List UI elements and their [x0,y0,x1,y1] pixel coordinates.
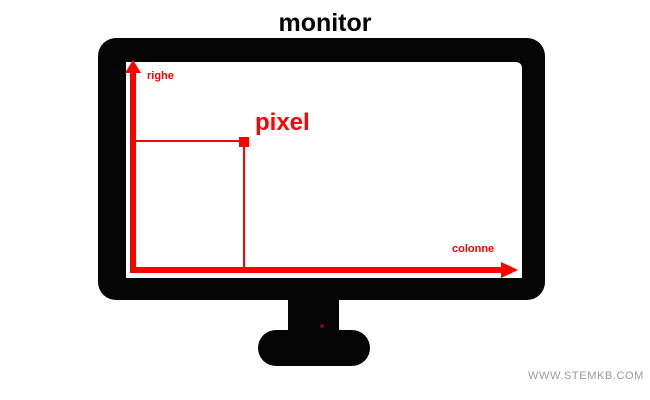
monitor-screen [126,62,522,278]
arrow-right-icon [501,262,518,278]
monitor-stand-base [258,330,370,366]
columns-axis-label: colonne [452,243,495,255]
arrow-up-icon [125,60,141,73]
rows-axis-line [130,70,136,273]
watermark: WWW.STEMKB.COM [528,370,644,382]
stand-dot-icon [320,324,324,328]
pixel-row-leader-line [136,140,240,142]
page-title: monitor [278,9,372,37]
columns-axis-line [130,267,504,273]
pixel-label: pixel [255,109,310,136]
rows-axis-label: righe [147,70,174,82]
pixel-marker [239,137,249,147]
pixel-column-leader-line [243,146,245,268]
